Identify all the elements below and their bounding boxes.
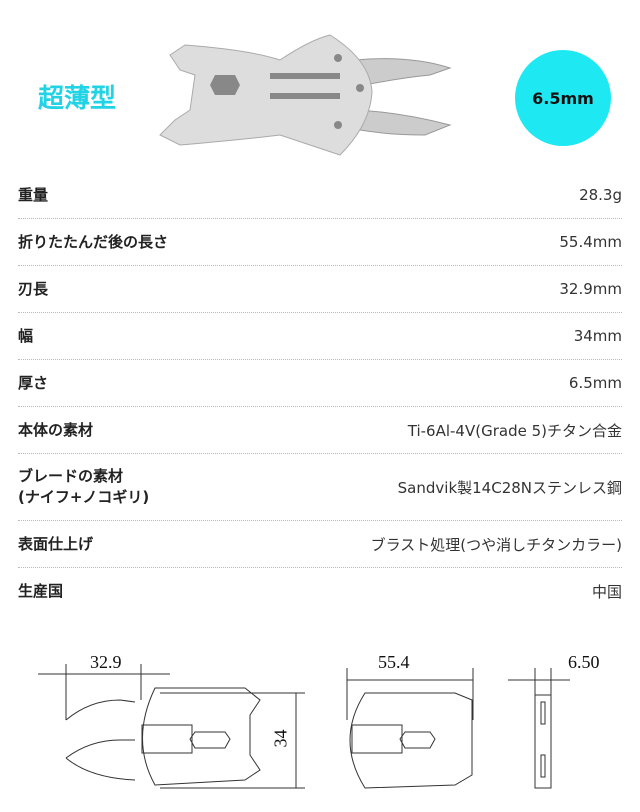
spec-row-folded-length: 折りたたんだ後の長さ 55.4mm (18, 219, 622, 266)
spec-value: 32.9mm (559, 280, 622, 298)
spec-value: 中国 (591, 583, 622, 601)
dim-folded-length: 55.4 (378, 652, 410, 672)
spec-value: Sandvik製14C28Nステンレス鋼 (397, 478, 622, 497)
dim-width: 34 (270, 729, 291, 748)
dim-thickness: 6.50 (568, 652, 600, 672)
spec-value: 55.4mm (559, 233, 622, 251)
spec-label-line2: (ナイフ+ノコギリ) (18, 488, 150, 506)
spec-row-body-material: 本体の素材 Ti-6Al-4V(Grade 5)チタン合金 (18, 407, 622, 454)
spec-label-line1: ブレードの素材 (18, 467, 124, 485)
spec-value: ブラスト処理(つや消しチタンカラー) (370, 535, 622, 554)
spec-label: 表面仕上げ (18, 534, 94, 553)
spec-row-origin: 生産国 中国 (18, 568, 622, 615)
product-hero: 超薄型 6.5mm (0, 0, 640, 170)
spec-label: 重量 (18, 185, 49, 204)
spec-row-blade-material: ブレードの素材 (ナイフ+ノコギリ) Sandvik製14C28Nステンレス鋼 (18, 454, 622, 521)
spec-row-finish: 表面仕上げ ブラスト処理(つや消しチタンカラー) (18, 521, 622, 568)
multitool-image (159, 34, 452, 156)
spec-value: 34mm (573, 327, 622, 345)
spec-label: 生産国 (18, 582, 64, 600)
technical-drawing (38, 664, 570, 789)
thickness-badge: 6.5mm (515, 50, 611, 146)
dimension-drawing: 32.9 34 55.4 6.50 (0, 640, 640, 812)
spec-row-width: 幅 34mm (18, 313, 622, 360)
spec-label: 折りたたんだ後の長さ (18, 232, 169, 251)
spec-value: 28.3g (579, 186, 622, 204)
spec-row-thickness: 厚さ 6.5mm (18, 360, 622, 407)
hero-title: 超薄型 (38, 84, 117, 114)
spec-label: ブレードの素材 (ナイフ+ノコギリ) (18, 466, 149, 508)
spec-row-weight: 重量 28.3g (18, 172, 622, 219)
spec-label: 厚さ (18, 373, 49, 392)
spec-value: Ti-6Al-4V(Grade 5)チタン合金 (407, 421, 622, 440)
spec-value: 6.5mm (568, 374, 622, 392)
spec-row-blade-length: 刃長 32.9mm (18, 266, 622, 313)
dim-blade-length: 32.9 (90, 652, 122, 672)
spec-label: 刃長 (18, 279, 49, 298)
spec-label: 幅 (18, 326, 34, 345)
spec-label: 本体の素材 (18, 420, 94, 439)
